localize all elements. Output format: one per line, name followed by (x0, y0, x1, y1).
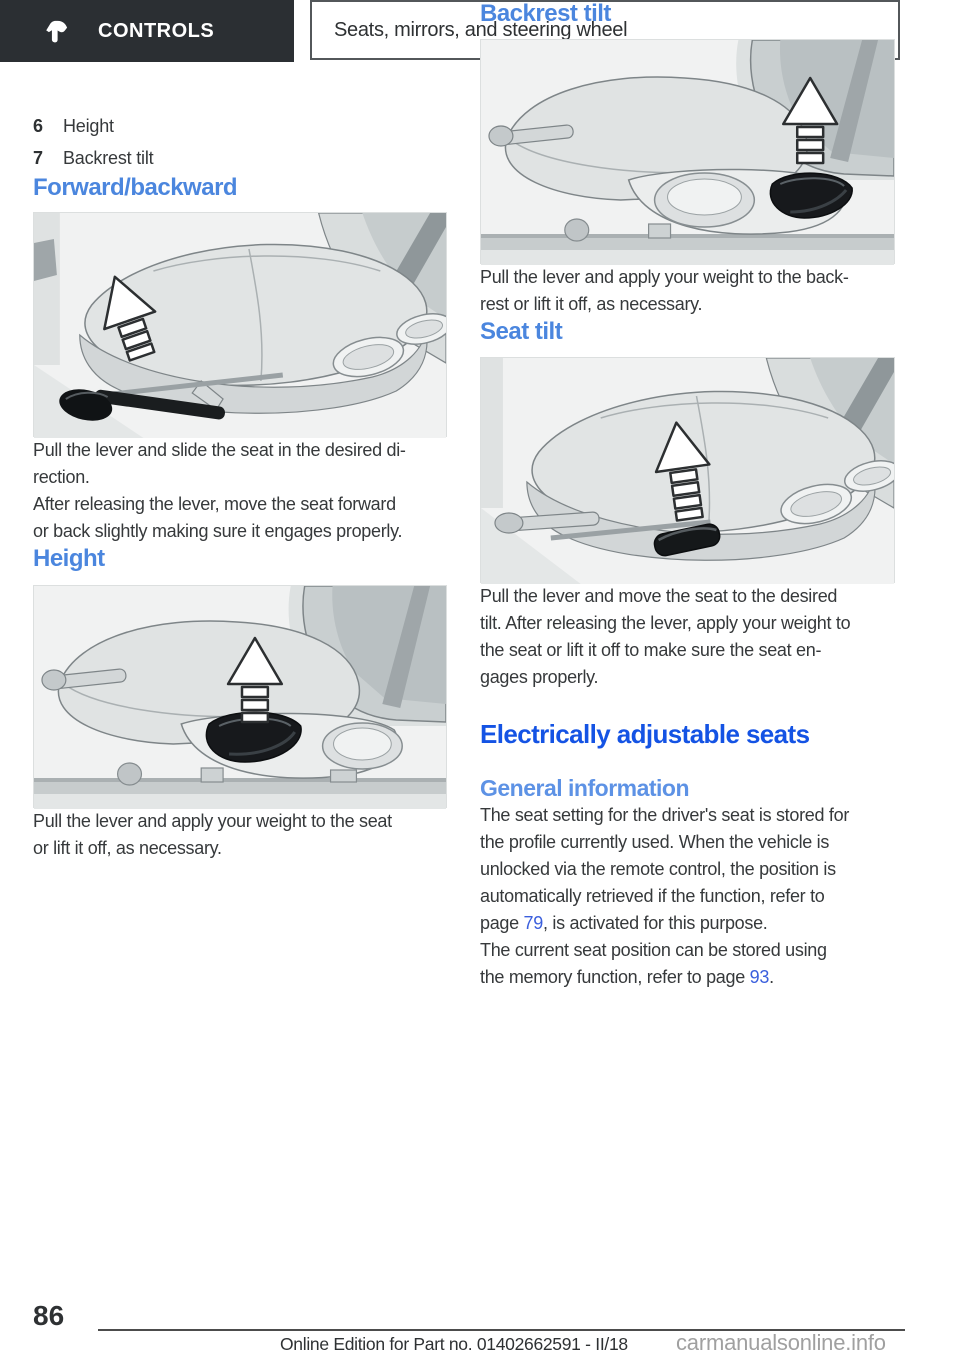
heading-electrically-adjustable-seats: Electrically adjustable seats (480, 719, 810, 749)
paragraph-with-page-link: The current seat position can be stored … (480, 937, 895, 991)
stalk-handle (488, 124, 574, 147)
seat-tilt-illustration (480, 357, 895, 584)
paragraph: After releasing the lever, move the seat… (33, 494, 403, 541)
hand-pointing-icon (46, 20, 68, 43)
paragraph: Pull the lever and move the seat to the … (480, 586, 851, 687)
seat-height-illustration (33, 585, 447, 809)
paragraph: Pull the lever and apply your weight to … (480, 267, 849, 314)
backrest-tilt-lever (769, 172, 853, 219)
page-number: 86 (33, 1300, 65, 1331)
heading-general-information: General information (480, 775, 690, 801)
legend-number: 7 (33, 148, 43, 168)
up-arrow-icon (226, 636, 284, 724)
up-arrow-icon (654, 421, 711, 522)
seat-forward-backward-illustration (33, 212, 447, 438)
paragraph-text: , is activated for this purpose. (542, 913, 768, 933)
stalk-handle (494, 511, 600, 534)
legend-label: Backrest tilt (63, 148, 154, 168)
watermark: carmanualsonline.info (676, 1330, 886, 1355)
forward-backward-lever (59, 389, 226, 421)
section-title: Seats, mirrors, and steering wheel (334, 18, 628, 41)
left-column: 6 Height 7 Backrest tilt Forward/backwar… (33, 0, 447, 862)
chapter-tab: CONTROLS (0, 0, 294, 62)
backrest-tilt-illustration (480, 39, 895, 265)
seat-tilt-lever (653, 523, 721, 557)
heading-forward-backward: Forward/backward (33, 174, 238, 201)
legend-number: 6 (33, 116, 43, 136)
legend-item-height: 6 Height (33, 110, 447, 142)
chapter-title: CONTROLS (98, 19, 215, 42)
up-arrow-icon (103, 275, 157, 362)
legend-label: Height (63, 116, 114, 136)
right-column: Backrest tilt (480, 0, 895, 991)
up-arrow-icon (782, 76, 839, 165)
door-pillar (34, 213, 60, 365)
page-link-93[interactable]: 93 (749, 967, 770, 987)
paragraph: Pull the lever and apply your weight to … (33, 811, 392, 858)
heading-seat-tilt: Seat tilt (480, 318, 563, 345)
stalk-handle (41, 668, 127, 691)
paragraph: Pull the lever and slide the seat in the… (33, 440, 406, 487)
paragraph-with-page-link: The seat setting for the driver's seat i… (480, 802, 895, 937)
paragraph-text: The seat setting for the driver's seat i… (480, 805, 850, 933)
paragraph-text: The current seat position can be stored … (480, 940, 827, 987)
seatbelt (830, 40, 879, 162)
legend-list: 6 Height 7 Backrest tilt (33, 110, 447, 174)
paragraph-text: . (769, 967, 774, 987)
door-pillar (481, 358, 503, 508)
seatbelt (382, 586, 431, 708)
footer-divider (98, 1329, 905, 1331)
heading-height: Height (33, 545, 105, 572)
legend-item-backrest-tilt: 7 Backrest tilt (33, 142, 447, 174)
edition-note: Online Edition for Part no. 01402662591 … (280, 1334, 628, 1354)
page-link-79[interactable]: 79 (523, 913, 544, 933)
heading-backrest-tilt: Backrest tilt (480, 0, 611, 27)
